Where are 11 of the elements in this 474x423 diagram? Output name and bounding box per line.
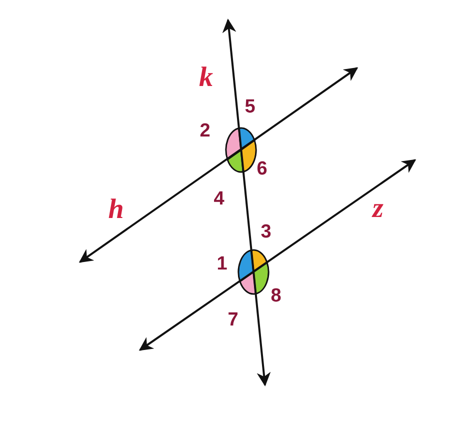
angle-number: 7 [228, 310, 238, 330]
line-label: h [108, 196, 124, 224]
angle-number: 4 [214, 190, 224, 208]
line-label: z [372, 195, 384, 223]
angle-number: 3 [260, 222, 272, 242]
line-label: k [199, 64, 213, 92]
angle-number: 2 [200, 122, 210, 140]
angle-number: 8 [270, 286, 282, 306]
angle-number: 6 [256, 160, 268, 178]
angle-number: 5 [244, 98, 256, 116]
angle-number: 1 [216, 254, 228, 274]
